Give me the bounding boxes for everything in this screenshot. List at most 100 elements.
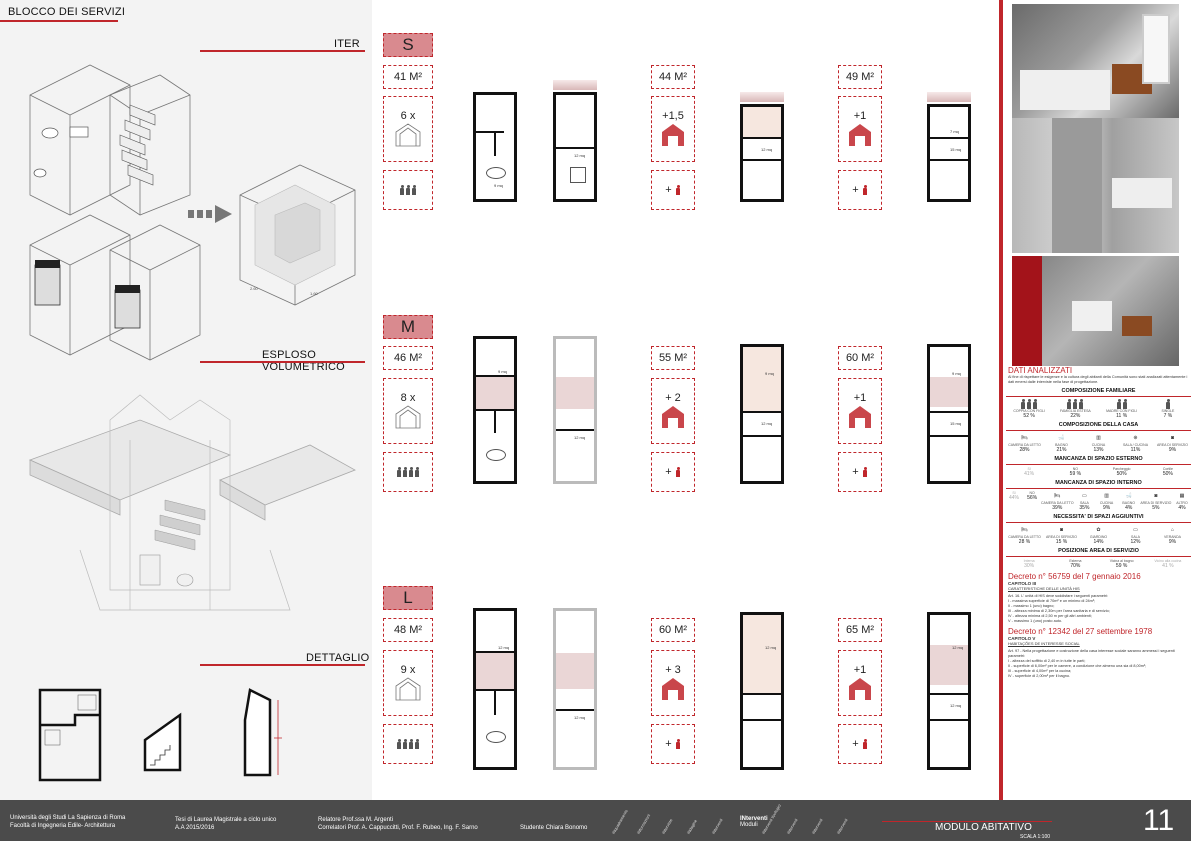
people-card-l-e1: + bbox=[651, 724, 695, 764]
footer-tab[interactable]: INterventi bbox=[710, 817, 724, 835]
people-card-l-e2: + bbox=[838, 724, 882, 764]
washer-icon: ◙ bbox=[1170, 435, 1175, 441]
plus-s-e1: +1,5 bbox=[662, 110, 684, 122]
iter-dim-1: 1.60 bbox=[310, 291, 319, 296]
footer-tab[interactable]: INterviste bbox=[660, 817, 674, 835]
decree-line: I - altezza del soffitto di 2,40 m in tu… bbox=[1008, 659, 1086, 663]
iter-dim-2: 2.60 bbox=[250, 286, 259, 291]
footer-student: Studente Chiara Bonomo bbox=[520, 825, 588, 831]
person-icon bbox=[412, 185, 416, 195]
footer-tab[interactable]: INterventi bbox=[835, 817, 849, 835]
bath-icon: 🛁 bbox=[1125, 493, 1132, 499]
people-card-s bbox=[383, 170, 433, 210]
area-card-s: 41 M² bbox=[383, 65, 433, 89]
person-red-icon bbox=[862, 739, 867, 749]
dining-icon: ⊕ bbox=[1133, 435, 1138, 441]
person-icon bbox=[397, 739, 401, 749]
decree-2-subtitle: HABITAÇÕES DE INTERESSE SOCIAL bbox=[1008, 641, 1080, 646]
footer-tab[interactable]: INformazioni bbox=[635, 813, 652, 835]
people-card-l bbox=[383, 724, 433, 764]
agg-rule bbox=[1006, 522, 1191, 523]
person-red-icon bbox=[675, 739, 680, 749]
person-icon bbox=[1165, 399, 1171, 409]
area-card-m-e1: 55 M² bbox=[651, 346, 695, 370]
section-title-dettaglio: DETTAGLIO bbox=[306, 652, 370, 664]
footer-tab[interactable]: INterventi bbox=[810, 817, 824, 835]
stove-icon: ▥ bbox=[1104, 493, 1109, 499]
render-service-area-image bbox=[1012, 256, 1179, 366]
decree-2-title: Decreto n° 12342 del 27 settembre 1978 bbox=[1008, 627, 1153, 636]
size-badge-s: S bbox=[383, 33, 433, 57]
plus-l-e2: +1 bbox=[853, 664, 867, 676]
page-number: 11 bbox=[1143, 804, 1175, 837]
data-panel: DATI ANALIZZATI Al fine di rispettare le… bbox=[1006, 366, 1191, 800]
person-red-icon bbox=[675, 185, 680, 195]
bed-icon: 🛏 bbox=[1021, 527, 1028, 533]
plus-m-e1: + 2 bbox=[665, 392, 681, 404]
casa-rule bbox=[1006, 430, 1191, 431]
misc-icon: ▦ bbox=[1179, 493, 1185, 499]
plan-l-base: 12 mq bbox=[473, 608, 517, 770]
dati-text: Al fine di rispettare le esigenze e la c… bbox=[1008, 375, 1188, 384]
person-icon bbox=[409, 739, 413, 749]
family-icon bbox=[1116, 399, 1128, 409]
plus-l-e1: + 3 bbox=[665, 664, 681, 676]
person-icon bbox=[406, 185, 410, 195]
casa-title: COMPOSIZIONE DELLA CASA bbox=[1058, 422, 1139, 428]
person-red-icon bbox=[862, 185, 867, 195]
size-badge-m: M bbox=[383, 315, 433, 339]
render-stair-image bbox=[1012, 118, 1179, 253]
house-card-s-e1: +1,5 bbox=[651, 96, 695, 162]
decree-1-text: Art. 16. L' unità di HIS deve soddisfare… bbox=[1008, 594, 1189, 624]
house-card-s-e2: +1 bbox=[838, 96, 882, 162]
footer-tab[interactable]: INquadramento bbox=[610, 808, 629, 835]
plan-s-base-upper: 12 mq bbox=[553, 92, 597, 202]
footer-tab[interactable]: INdagine bbox=[685, 818, 699, 835]
section-title-blocco: BLOCCO DEI SERVIZI bbox=[8, 6, 126, 18]
decree-line: II - massimo 1 (uno) bagno; bbox=[1008, 604, 1055, 608]
iter-diagram: 1.60 2.60 bbox=[29, 64, 356, 361]
dettaglio-rule bbox=[200, 664, 365, 666]
pos-title: POSIZIONE AREA DI SERVIZIO bbox=[1058, 548, 1139, 554]
family-icon bbox=[1020, 399, 1038, 409]
est-title: MANCANZA DI SPAZIO ESTERNO bbox=[1054, 456, 1143, 462]
plan-m-e2: 9 mq 15 mq bbox=[927, 344, 971, 484]
decree-line: V - massimo 1 (uno) posto auto. bbox=[1008, 619, 1063, 623]
est-rule bbox=[1006, 464, 1191, 465]
footer-tab[interactable]: INterventi bbox=[785, 817, 799, 835]
family-icon bbox=[1066, 399, 1084, 409]
footer-nav-tabs: INquadramento INformazioni INterviste INdag… bbox=[611, 803, 875, 838]
washer-icon: ◙ bbox=[1059, 527, 1064, 533]
size-badge-l: L bbox=[383, 586, 433, 610]
house-red-icon bbox=[662, 406, 684, 428]
agg-title: NECESSITA' DI SPAZI AGGIUNTIVI bbox=[1053, 514, 1144, 520]
area-card-m-e2: 60 M² bbox=[838, 346, 882, 370]
left-column: BLOCCO DEI SERVIZI ITER bbox=[0, 0, 372, 800]
house-card-l-e1: + 3 bbox=[651, 650, 695, 716]
house-outline-icon bbox=[395, 123, 421, 147]
dati-title: DATI ANALIZZATI bbox=[1008, 366, 1073, 375]
render-kitchen-image bbox=[1012, 4, 1179, 131]
elevation-s-2 bbox=[740, 92, 784, 102]
plus-label: + bbox=[852, 466, 859, 478]
house-card-m: 8 x bbox=[383, 378, 433, 444]
sofa-icon: ▭ bbox=[1082, 493, 1087, 499]
house-card-l-e2: +1 bbox=[838, 650, 882, 716]
house-card-m-e1: + 2 bbox=[651, 378, 695, 444]
person-icon bbox=[415, 739, 419, 749]
esploso-volumetrico-diagram bbox=[28, 394, 356, 611]
